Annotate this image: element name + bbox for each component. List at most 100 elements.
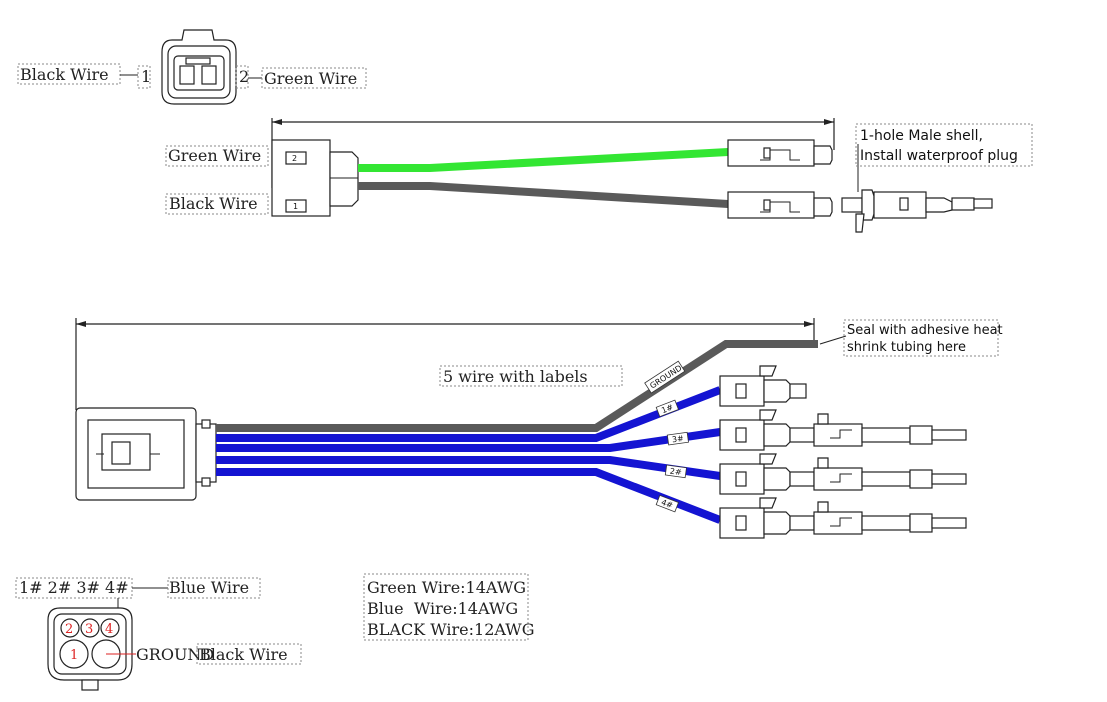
wire-tag-box bbox=[666, 431, 689, 446]
terminal-clip bbox=[759, 453, 777, 465]
plug-latch bbox=[830, 429, 852, 439]
blue-wire-label: Blue Wire bbox=[169, 578, 249, 597]
spec-line-1: Green Wire:14AWG bbox=[367, 578, 526, 597]
spec-line-3: BLACK Wire:12AWG bbox=[367, 620, 535, 639]
green-wire-label: Green Wire bbox=[264, 69, 357, 88]
terminal-neck bbox=[789, 383, 807, 399]
wire-labels-note: 5 wire with labels bbox=[443, 367, 588, 386]
pin-numbers-text: 1# 2# 3# 4# bbox=[19, 578, 129, 597]
harness1-black-wire-label: Black Wire bbox=[169, 194, 258, 213]
green-wire-label-box bbox=[165, 145, 269, 167]
green-wire bbox=[358, 148, 729, 172]
plug-ring bbox=[909, 469, 933, 489]
terminal-1 bbox=[719, 365, 807, 407]
male-shell-note-box bbox=[855, 123, 1033, 167]
plug-shell bbox=[813, 467, 863, 491]
ground-wire-end bbox=[806, 340, 818, 348]
terminal-ring bbox=[763, 423, 791, 447]
black-wire-label-box bbox=[17, 63, 121, 85]
terminal-2 bbox=[719, 409, 967, 451]
terminal-nose bbox=[813, 145, 833, 165]
terminal-housing bbox=[727, 139, 815, 167]
plug-pin bbox=[951, 197, 975, 211]
bottom-connector: 1# 2# 3# 4# Blue Wire 2 3 4 1 GROUND Bla… bbox=[15, 577, 302, 691]
top-connector: Black Wire 1 2 Green Wire bbox=[17, 29, 367, 105]
plug-ring bbox=[909, 425, 933, 445]
terminal-window bbox=[735, 515, 747, 531]
top-connector-pin2 bbox=[201, 65, 217, 85]
connector-rear-tab bbox=[201, 419, 211, 429]
pin2-number-box bbox=[235, 65, 249, 89]
wire-tag-text: 4# bbox=[660, 498, 675, 511]
seal-note-leader bbox=[819, 335, 847, 345]
terminal-clip bbox=[759, 497, 777, 509]
ground-tag-box bbox=[644, 360, 686, 394]
seal-note-line1: Seal with adhesive heat bbox=[847, 323, 1003, 338]
harness1-green-terminal bbox=[727, 139, 833, 167]
pin-1-socket bbox=[59, 639, 89, 669]
green-wire-label-box bbox=[261, 67, 367, 89]
wire-tag-text: 2# bbox=[669, 467, 682, 478]
spec-line-2: Blue Wire:14AWG bbox=[367, 599, 518, 618]
pin1-number: 1 bbox=[141, 67, 151, 86]
terminal-window bbox=[735, 471, 747, 487]
plug-pin bbox=[931, 517, 967, 529]
pin1-number-box bbox=[137, 65, 151, 89]
terminal-window bbox=[763, 199, 771, 211]
terminal-3 bbox=[719, 453, 967, 495]
terminal-clip bbox=[759, 365, 777, 377]
black-wire bbox=[358, 182, 729, 208]
wire-tag-box bbox=[655, 399, 679, 418]
pin-1-number: 1 bbox=[70, 648, 78, 663]
plug-ring bbox=[909, 513, 933, 533]
black-wire-label-box bbox=[196, 643, 302, 665]
wire-tag-text: 1# bbox=[660, 402, 675, 415]
black-wire-label: Black Wire bbox=[199, 645, 288, 664]
wire-labels-note-box bbox=[439, 365, 623, 387]
terminal-ring bbox=[763, 511, 791, 535]
wire-spec-box bbox=[363, 573, 529, 641]
black-wire-label: Black Wire bbox=[20, 65, 109, 84]
pin-4-number: 4 bbox=[105, 622, 113, 637]
plug-seal bbox=[841, 197, 863, 213]
terminal-4 bbox=[719, 497, 967, 539]
pin-2-number: 2 bbox=[65, 622, 73, 637]
harness1-left-connector-nose bbox=[329, 151, 359, 207]
plug-tip bbox=[973, 198, 993, 209]
black-wire-label-box bbox=[165, 193, 269, 215]
green-pin-tag bbox=[285, 151, 307, 165]
plug-window bbox=[899, 197, 909, 211]
wire-spec: Green Wire:14AWG Blue Wire:14AWG BLACK W… bbox=[363, 573, 535, 641]
harness1-black-terminal bbox=[727, 191, 833, 219]
terminal-ring bbox=[763, 379, 791, 403]
plug-neck bbox=[925, 197, 953, 213]
plug-clip bbox=[817, 457, 829, 469]
pin-4-socket bbox=[100, 618, 120, 638]
plug-clip bbox=[855, 213, 865, 233]
plug-pin bbox=[931, 429, 967, 441]
terminal-housing bbox=[727, 191, 815, 219]
top-connector-pin1 bbox=[179, 65, 195, 85]
male-plug bbox=[841, 189, 993, 233]
terminal-neck bbox=[789, 427, 815, 443]
plug-pin bbox=[931, 473, 967, 485]
plug-shell bbox=[813, 423, 863, 447]
terminal-window bbox=[735, 383, 747, 399]
wire-tag-1: 1# bbox=[655, 399, 679, 418]
dimension-arrow-right bbox=[824, 119, 834, 125]
dimension-arrow-right bbox=[804, 321, 814, 327]
terminal-latch bbox=[760, 149, 800, 161]
top-connector-latch bbox=[185, 57, 211, 65]
green-pin-tag-text: 2 bbox=[292, 154, 297, 163]
blue-wire-label-box bbox=[167, 577, 261, 599]
plug-latch bbox=[830, 517, 852, 527]
bottom-connector-latch bbox=[81, 679, 99, 691]
connector-rear bbox=[195, 423, 217, 483]
ground-label: GROUND bbox=[136, 645, 214, 664]
terminal-latch bbox=[760, 201, 800, 213]
dimension-arrow-left bbox=[76, 321, 86, 327]
connector-rear-tab bbox=[201, 477, 211, 487]
plug-clip bbox=[817, 413, 829, 425]
seal-note-box bbox=[843, 319, 999, 357]
dimension-arrow-left bbox=[272, 119, 282, 125]
